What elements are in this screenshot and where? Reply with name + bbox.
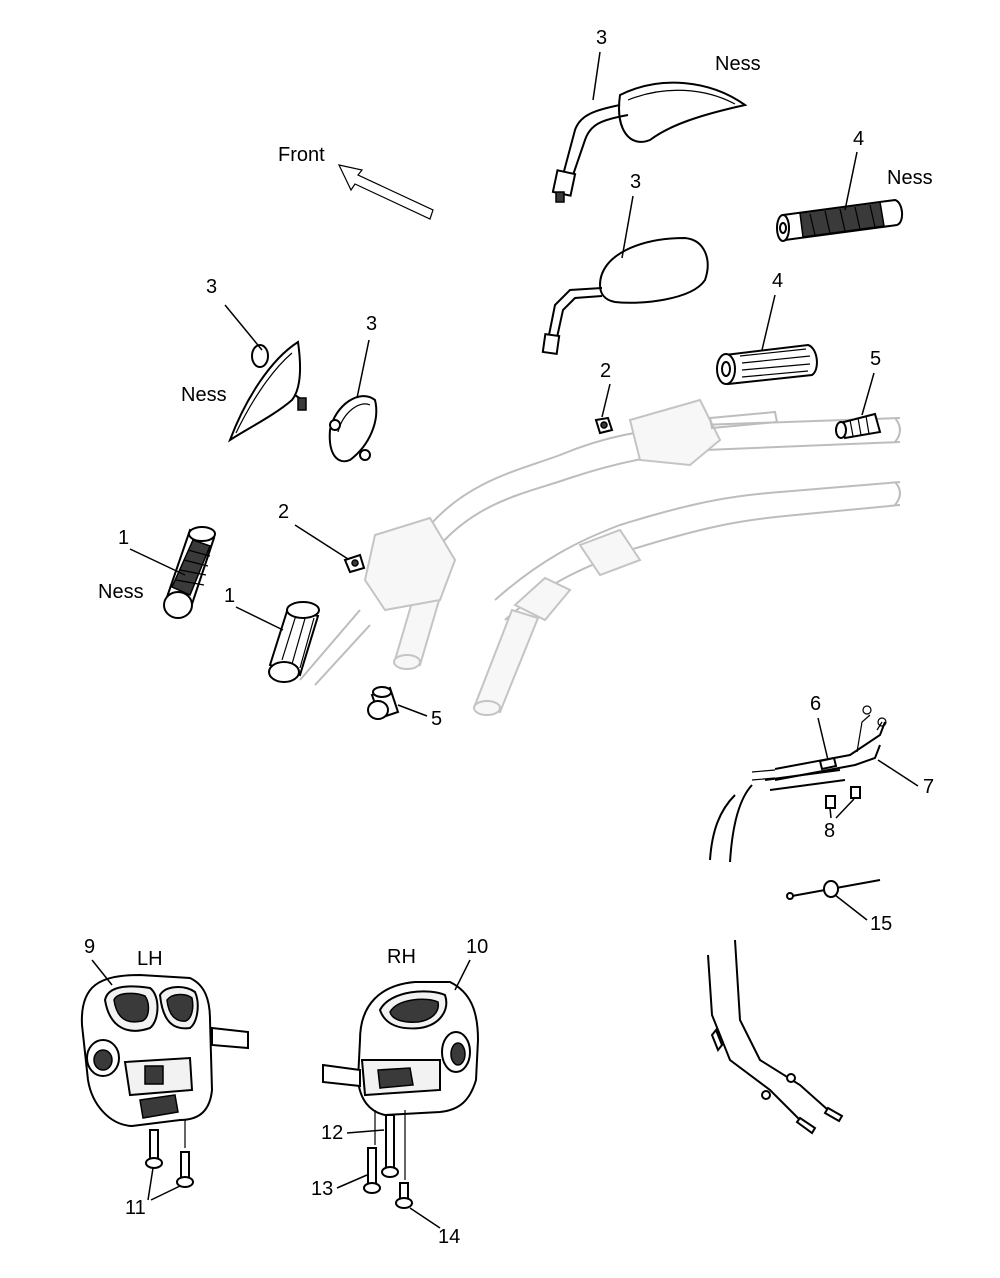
lh-screws [145, 1120, 194, 1188]
ness-grip-right [776, 198, 903, 242]
ness-grip-left [163, 526, 216, 619]
ness-label-mirror-top: Ness [715, 53, 761, 75]
throttle-cables [707, 705, 887, 1135]
ness-label-mirror-left: Ness [181, 384, 227, 406]
callout-13: 13 [311, 1178, 333, 1200]
callout-3-mid: 3 [630, 171, 641, 193]
callout-14: 14 [438, 1226, 460, 1248]
callout-3-top: 3 [596, 27, 607, 49]
bar-end-left [367, 686, 400, 720]
rh-label: RH [387, 946, 416, 968]
mirror-standard-left [328, 395, 378, 463]
handlebar-ghost [299, 398, 901, 716]
callout-7: 7 [923, 776, 934, 798]
rh-screws [363, 1110, 413, 1209]
callout-10: 10 [466, 936, 488, 958]
callout-15: 15 [870, 913, 892, 935]
rh-switch-housing [322, 981, 480, 1117]
ness-label-grip-left: Ness [98, 581, 144, 603]
callout-12: 12 [321, 1122, 343, 1144]
ness-label-grip-right: Ness [887, 167, 933, 189]
callout-4-top: 4 [853, 128, 864, 150]
clamp-left [343, 553, 366, 574]
bar-end-right [835, 412, 882, 440]
front-arrow: Front [278, 144, 434, 220]
mirror-standard-right [541, 236, 709, 356]
ness-mirror-left [227, 340, 307, 443]
callout-1-ness: 1 [118, 527, 129, 549]
callout-4-mid: 4 [772, 270, 783, 292]
front-label: Front [278, 144, 325, 166]
lh-label: LH [137, 948, 163, 970]
callout-5-left: 5 [431, 708, 442, 730]
callout-11: 11 [125, 1197, 146, 1219]
callout-8: 8 [824, 820, 835, 842]
callout-6: 6 [810, 693, 821, 715]
lh-switch-housing [80, 973, 249, 1128]
callout-3-left-b: 3 [366, 313, 377, 335]
callout-2-left: 2 [278, 501, 289, 523]
grip-standard-left [268, 601, 320, 683]
grip-standard-right [716, 343, 818, 386]
callout-3-left-a: 3 [206, 276, 217, 298]
callout-2-right: 2 [600, 360, 611, 382]
ness-mirror-top [551, 81, 748, 203]
callout-5-right: 5 [870, 348, 881, 370]
callout-1-std: 1 [224, 585, 235, 607]
clamp-right [594, 416, 614, 435]
callout-9: 9 [84, 936, 95, 958]
